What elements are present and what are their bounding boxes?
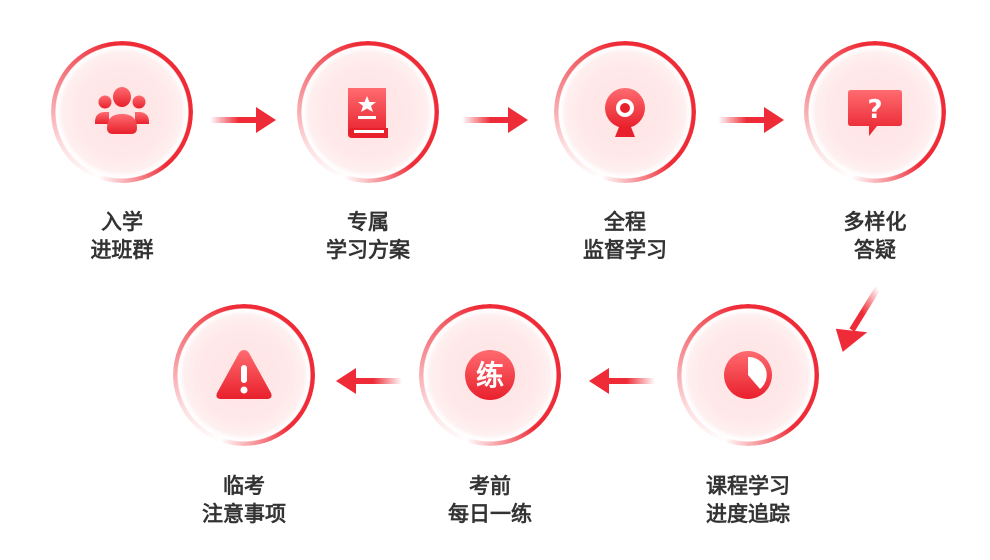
label-line: 专属: [347, 210, 389, 234]
label-line: 多样化: [843, 210, 907, 234]
step-label-1: 入学进班群: [42, 208, 202, 264]
step-node-2: [293, 37, 443, 187]
label-line: 课程学习: [706, 474, 790, 498]
question-bubble-icon: ?: [848, 90, 902, 136]
step-label-5: 课程学习进度追踪: [668, 472, 828, 528]
label-line: 临考: [223, 474, 265, 498]
label-line: 全程: [604, 210, 646, 234]
practice-badge-icon: 练: [465, 350, 515, 400]
step-node-4: ?: [800, 37, 950, 187]
arrow-right-icon: [210, 107, 276, 133]
step-label-7: 临考注意事项: [164, 472, 324, 528]
step-node-6: 练: [415, 300, 565, 450]
warning-icon: [216, 350, 272, 399]
label-line: 考前: [469, 474, 511, 498]
webcam-icon: [605, 88, 645, 137]
arrow-down-left-icon: [835, 286, 881, 352]
step-node-1: [47, 37, 197, 187]
arrow-right-icon: [462, 107, 528, 133]
step-node-7: [169, 300, 319, 450]
arrow-left-icon: [336, 368, 402, 394]
label-line: 进班群: [90, 238, 154, 262]
people-icon: [95, 87, 149, 134]
label-line: 每日一练: [448, 502, 532, 526]
book-star-icon: [348, 88, 388, 138]
pie-progress-icon: [724, 351, 772, 399]
badge-text: 练: [476, 359, 504, 392]
step-node-3: [550, 37, 700, 187]
step-label-6: 考前每日一练: [410, 472, 570, 528]
label-line: 进度追踪: [706, 502, 790, 526]
step-label-2: 专属学习方案: [288, 208, 448, 264]
label-line: 注意事项: [202, 502, 286, 526]
step-node-5: [673, 300, 823, 450]
svg-text:?: ?: [867, 95, 882, 125]
label-line: 答疑: [854, 238, 896, 262]
label-line: 监督学习: [583, 238, 667, 262]
label-line: 学习方案: [326, 238, 410, 262]
step-label-4: 多样化答疑: [795, 208, 955, 264]
label-line: 入学: [101, 210, 143, 234]
step-label-3: 全程监督学习: [545, 208, 705, 264]
arrow-left-icon: [589, 368, 655, 394]
circle-fill: [61, 51, 183, 173]
arrow-right-icon: [718, 107, 784, 133]
